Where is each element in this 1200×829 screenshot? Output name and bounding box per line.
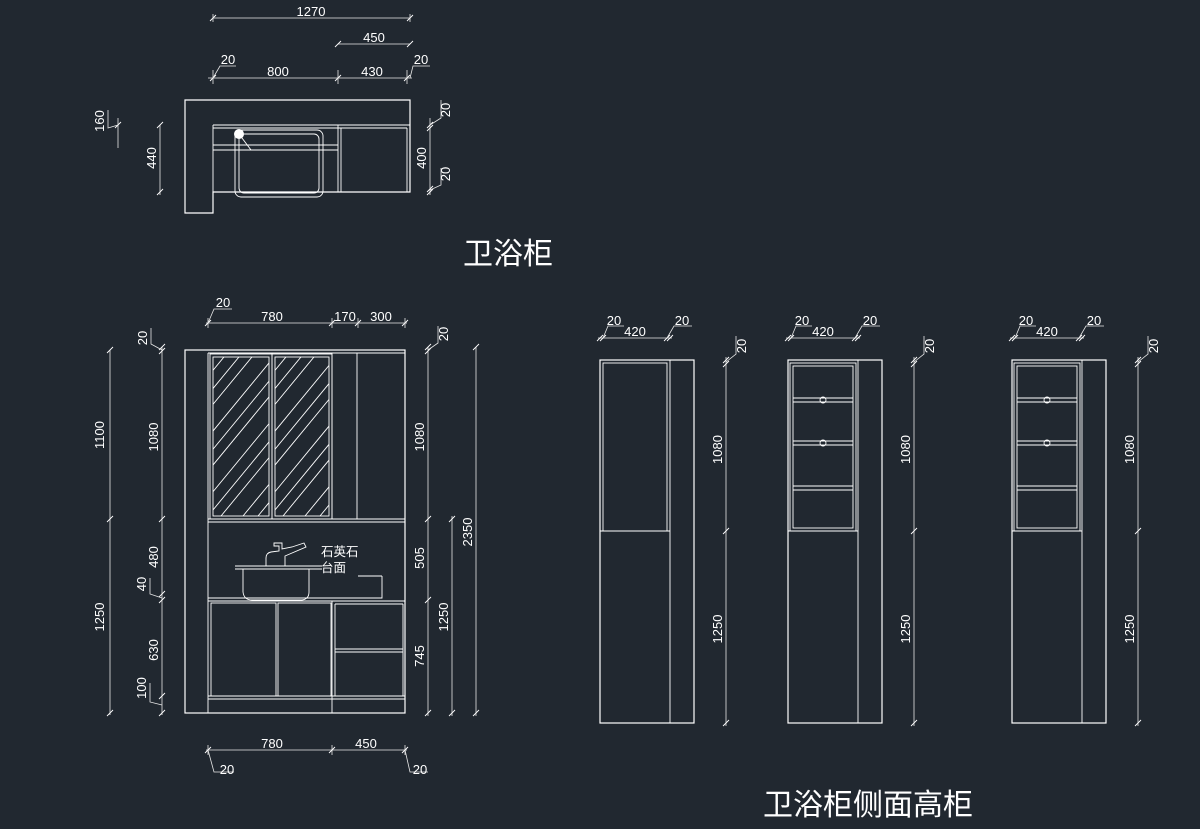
side-views: 2042020201080125020420202010801250204202… [596,313,1161,727]
side-title: 卫浴柜侧面高柜 [763,789,973,822]
quartz-note-line1: 石英石 [321,544,359,559]
plan-dim-left-height: 440 [144,147,159,169]
side-dim-right-edge: 20 [675,313,689,328]
side-dim-right-edge: 20 [863,313,877,328]
plan-dim-right-edge: 20 [414,52,428,67]
side-dim-lower: 1250 [710,615,725,644]
side-dim-left-edge: 20 [1019,313,1033,328]
front-dim-top-edge-left: 20 [216,295,230,310]
side-dim-width: 420 [624,324,646,339]
plan-title: 卫浴柜 [463,238,553,271]
front-dim-left-40: 40 [134,577,149,591]
plan-dim-mid-left: 800 [267,64,289,79]
knob-icon [819,396,827,404]
front-dim-right-1080: 1080 [412,423,427,452]
front-dim-top-w1: 780 [261,309,283,324]
front-dim-bottom-left-edge: 20 [220,762,234,777]
plan-dim-top-total: 1270 [297,4,326,19]
knob-icon [1043,396,1051,404]
front-dim-right-top-edge: 20 [436,327,451,341]
front-dim-left-480: 480 [146,546,161,568]
front-dim-top-w3: 300 [370,309,392,324]
front-dim-bottom-right-edge: 20 [413,762,427,777]
plan-dim-right-mid: 400 [414,147,429,169]
front-dim-top-w2: 170 [334,309,356,324]
front-dim-left-lower-total: 1250 [92,603,107,632]
side-dim-right-edge: 20 [1087,313,1101,328]
side-dim-upper: 1080 [898,435,913,464]
glass-hatch [213,357,329,516]
front-dim-left-upper-inner: 1080 [146,423,161,452]
quartz-note-line2: 台面 [321,560,346,575]
front-dim-bottom-780: 780 [261,736,283,751]
side-dim-lower: 1250 [1122,615,1137,644]
plan-dim-right-bottom: 20 [438,167,453,181]
front-elevation: 石英石 台面 20 780 170 300 1100 1250 20 [92,295,480,777]
plan-dim-top-right: 450 [363,30,385,45]
side-dim-upper: 1080 [710,435,725,464]
side-dim-top-edge: 20 [1146,339,1161,353]
front-dim-right-1250: 1250 [436,603,451,632]
front-dim-left-top-edge: 20 [135,331,150,345]
knob-icon [1043,439,1051,447]
side-dim-upper: 1080 [1122,435,1137,464]
side-dim-left-edge: 20 [607,313,621,328]
front-dim-left-630: 630 [146,639,161,661]
front-dim-left-100: 100 [134,677,149,699]
front-dim-right-745: 745 [412,645,427,667]
plan-view: 1270 450 800 430 20 20 440 160 20 [92,4,453,214]
side-dim-left-edge: 20 [795,313,809,328]
side-dim-lower: 1250 [898,615,913,644]
knob-icon [819,439,827,447]
plan-dim-mid-right: 430 [361,64,383,79]
plan-dim-right-top: 20 [438,103,453,117]
front-dim-right-505: 505 [412,547,427,569]
side-dim-top-edge: 20 [734,339,749,353]
front-dim-left-upper-total: 1100 [92,421,107,449]
plan-dim-left-edge: 20 [221,52,235,67]
side-dim-width: 420 [1036,324,1058,339]
plan-dim-left-upper: 160 [92,110,107,132]
front-dim-right-2350: 2350 [460,518,475,547]
front-dim-bottom-450: 450 [355,736,377,751]
side-dim-top-edge: 20 [922,339,937,353]
side-dim-width: 420 [812,324,834,339]
